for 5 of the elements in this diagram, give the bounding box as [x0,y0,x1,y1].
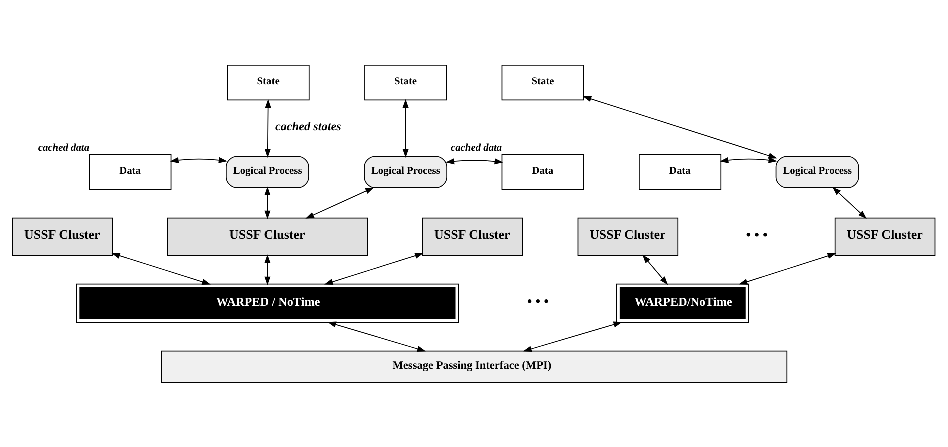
label: • • • [527,294,549,310]
edge-label: cached states [276,118,342,133]
node-label: cached data [38,142,90,154]
label: • • • [746,228,768,243]
node-label: cached data [450,142,502,154]
